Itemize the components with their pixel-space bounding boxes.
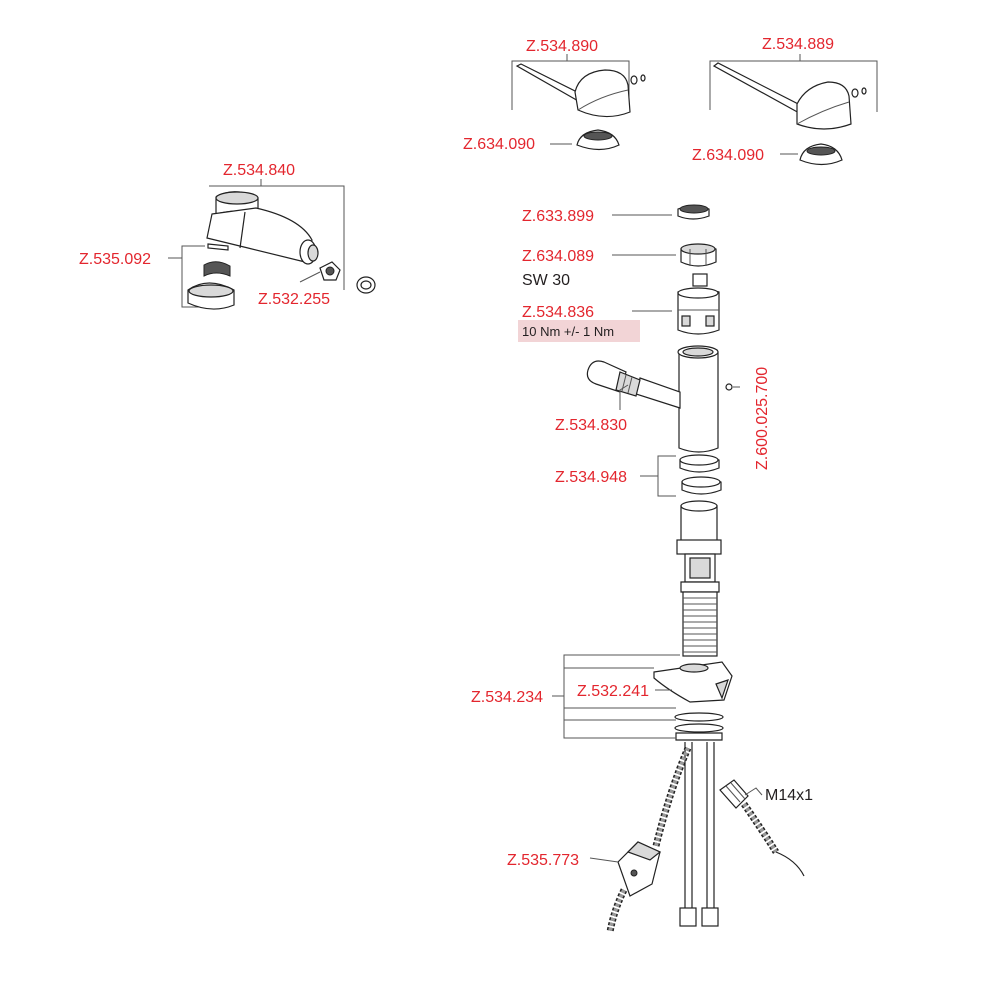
spray-inner-parts — [168, 243, 235, 310]
cover-cap-a — [576, 129, 620, 151]
label-spray-parts: Z.535.092 — [79, 251, 151, 268]
label-cap-a: Z.634.090 — [463, 136, 535, 153]
ring-lower — [681, 476, 722, 495]
threaded-rod — [682, 591, 718, 657]
outlet-hose-fitting — [719, 779, 749, 809]
label-rings: Z.534.948 — [555, 469, 627, 486]
label-grub-screw: Z.600.025.700 — [754, 367, 771, 470]
label-mount-set: Z.534.234 — [471, 689, 543, 706]
label-cap-b: Z.634.090 — [692, 147, 764, 164]
spray-connector-part — [319, 261, 341, 281]
mounting-shank — [676, 500, 722, 593]
cartridge-part — [677, 273, 720, 335]
outlet-hose — [741, 802, 805, 877]
label-aerator: Z.633.899 — [522, 208, 594, 225]
grub-screw-part — [725, 383, 733, 391]
label-spout: Z.534.830 — [555, 417, 627, 434]
label-lever-a: Z.534.890 — [526, 38, 598, 55]
note-cartridge-torque: 10 Nm +/- 1 Nm — [522, 324, 614, 339]
spray-head — [206, 179, 345, 290]
mount-set-bracket-lines — [552, 654, 680, 739]
supply-pipes — [679, 742, 719, 927]
aerator-part — [677, 204, 710, 220]
label-lever-b: Z.534.889 — [762, 36, 834, 53]
mount-bracket-part — [653, 661, 733, 703]
label-thread: M14x1 — [765, 787, 813, 804]
label-mount-bracket: Z.532.241 — [577, 683, 649, 700]
spout-outlet — [586, 360, 641, 397]
spray-washer — [356, 276, 376, 294]
mount-washers — [674, 712, 724, 741]
note-nut-wrench-size: SW 30 — [522, 272, 570, 289]
nut-part — [680, 243, 717, 267]
label-nut: Z.634.089 — [522, 248, 594, 265]
spout-body — [635, 345, 719, 453]
torque-note-highlight — [518, 320, 640, 342]
label-spray-connector: Z.532.255 — [258, 291, 330, 308]
label-cartridge: Z.534.836 — [522, 304, 594, 321]
spray-hose — [606, 746, 692, 933]
ring-upper — [679, 454, 720, 473]
label-spray-head: Z.534.840 — [223, 162, 295, 179]
counterweight-part — [617, 841, 662, 897]
lever-handle-b — [709, 54, 878, 130]
label-counterweight: Z.535.773 — [507, 852, 579, 869]
lever-handle-a — [511, 54, 646, 118]
cover-cap-b — [799, 143, 843, 166]
